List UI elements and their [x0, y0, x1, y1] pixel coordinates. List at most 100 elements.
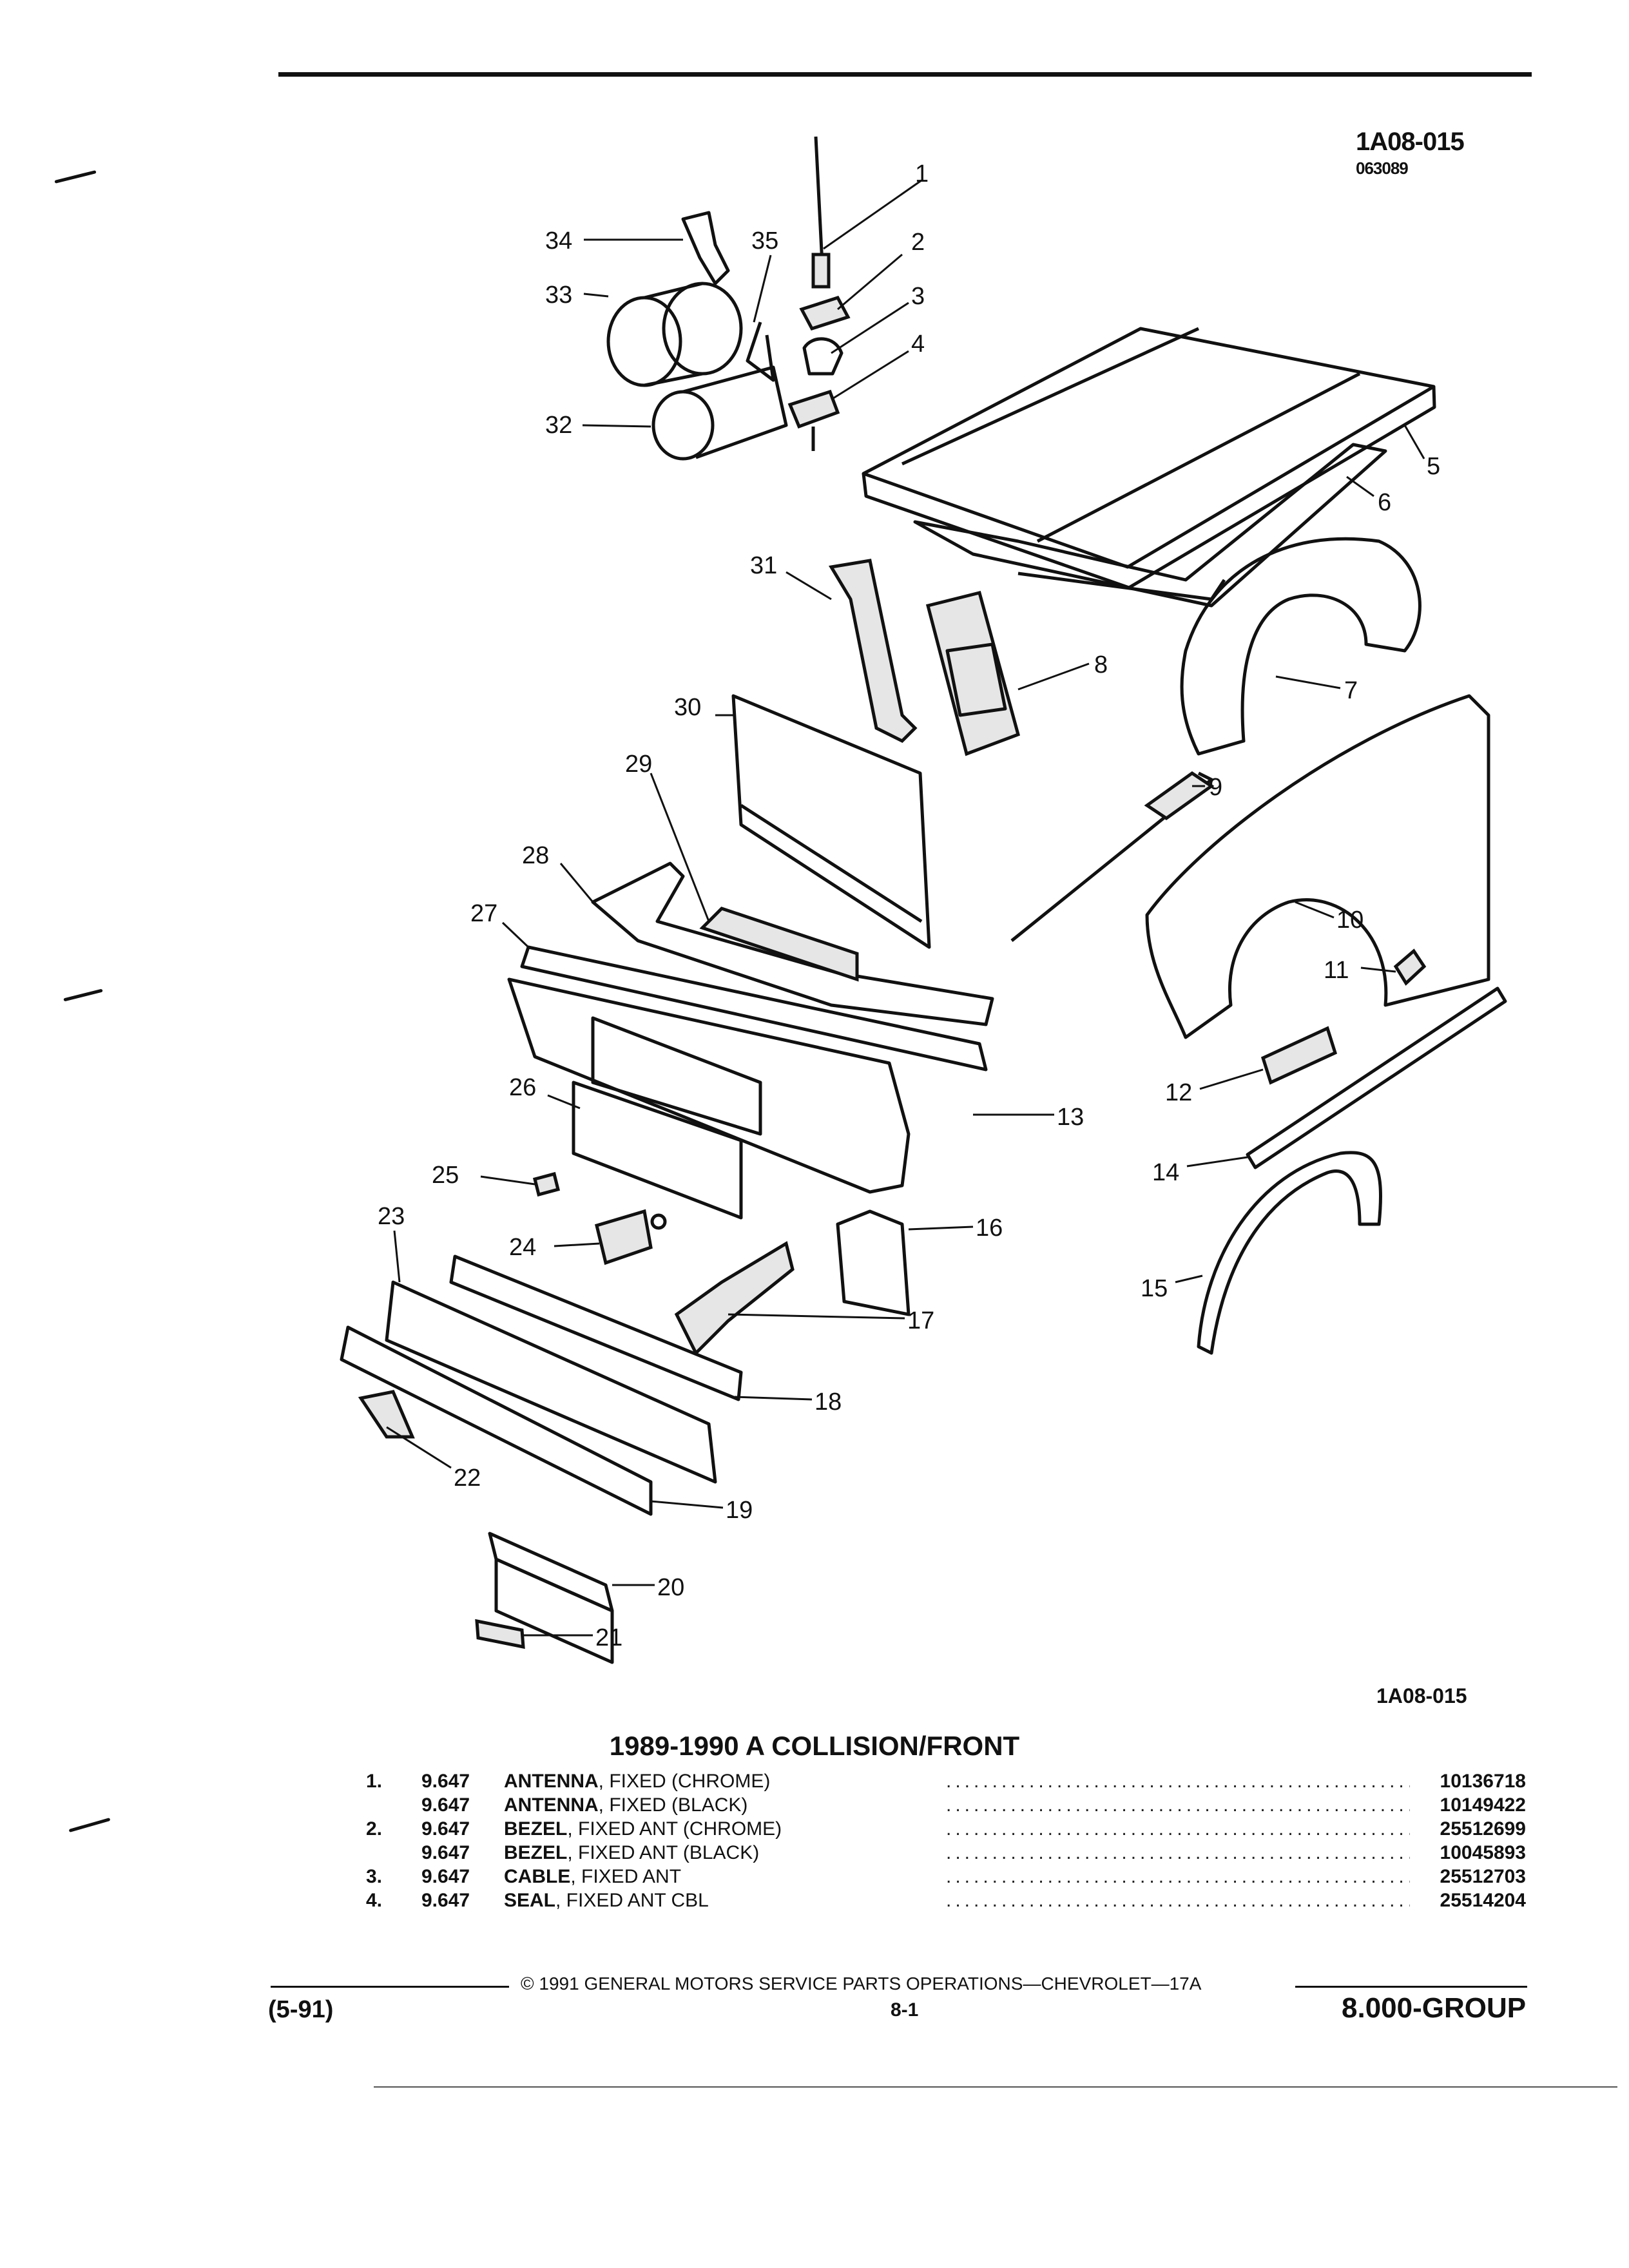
callout-14: 14 — [1152, 1159, 1179, 1186]
part-name: ANTENNA — [504, 1794, 599, 1816]
part-name: CABLE — [504, 1866, 571, 1887]
group-number: 9.647 — [421, 1794, 470, 1816]
footer-rule-right — [1295, 1986, 1527, 1988]
exploded-parts-diagram: 1 2 3 4 5 6 7 8 9 10 11 12 13 14 15 16 1… — [340, 136, 1507, 1664]
parts-list-row: 9.647 BEZEL, FIXED ANT (BLACK) .........… — [366, 1841, 1526, 1865]
wheel-opening-molding-part — [1197, 1151, 1382, 1355]
callout-7: 7 — [1344, 677, 1358, 704]
radiator-baffle-part — [591, 861, 994, 1026]
part-number: 25512703 — [1440, 1866, 1526, 1887]
bumper-end-cap-part — [358, 1390, 415, 1439]
parts-list: 1. 9.647 ANTENNA, FIXED (CHROME) .......… — [366, 1769, 1526, 1912]
callout-28: 28 — [522, 842, 549, 869]
hood-inner-panel-part — [913, 443, 1387, 608]
illustration-code: 1A08-015 — [1356, 128, 1465, 156]
compressor-bracket-part — [681, 211, 730, 285]
callout-21: 21 — [595, 1624, 622, 1651]
headlamp-adjuster-part — [595, 1209, 667, 1265]
dot-leader: ........................................… — [946, 1890, 1410, 1911]
callout-25: 25 — [432, 1162, 459, 1189]
front-fender-part — [1145, 694, 1490, 1039]
headlamp-filler-part — [674, 1241, 795, 1356]
dot-leader: ........................................… — [946, 1771, 1410, 1792]
callout-10: 10 — [1336, 907, 1364, 934]
section-title: 1989-1990 A COLLISION/FRONT — [609, 1731, 1020, 1761]
item-number: 2. — [366, 1818, 383, 1840]
part-name: SEAL — [504, 1890, 556, 1911]
bumper-reinforcement-part — [449, 1254, 743, 1401]
illustration-date: 063089 — [1356, 159, 1409, 178]
fender-molding-part — [1246, 986, 1507, 1169]
scan-edge-line — [374, 2086, 1617, 2088]
part-description: ANTENNA, FIXED (CHROME) — [504, 1769, 770, 1793]
ac-compressor-part — [606, 282, 788, 461]
part-description: ANTENNA, FIXED (BLACK) — [504, 1793, 747, 1817]
group-number: 9.647 — [421, 1890, 470, 1911]
parts-list-row: 2. 9.647 BEZEL, FIXED ANT (CHROME) .....… — [366, 1817, 1526, 1841]
copyright-text: © 1991 GENERAL MOTORS SERVICE PARTS OPER… — [521, 1974, 1202, 1994]
scan-mark-bottom — [68, 1818, 111, 1832]
front-bumper-part — [385, 1280, 717, 1484]
callout-9: 9 — [1209, 774, 1222, 801]
callout-35: 35 — [751, 227, 778, 255]
callout-24: 24 — [509, 1234, 536, 1261]
callout-6: 6 — [1378, 489, 1391, 516]
dot-leader: ........................................… — [946, 1794, 1410, 1816]
callout-22: 22 — [454, 1465, 481, 1492]
dot-leader: ........................................… — [946, 1842, 1410, 1863]
wheelhouse-liner-part — [1180, 537, 1422, 756]
callout-4: 4 — [911, 331, 925, 358]
parts-list-row: 3. 9.647 CABLE, FIXED ANT ..............… — [366, 1865, 1526, 1888]
callout-18: 18 — [815, 1389, 842, 1416]
hood-prop-rod-part — [1010, 771, 1215, 942]
callout-32: 32 — [545, 412, 572, 439]
dot-leader: ........................................… — [946, 1866, 1410, 1887]
antenna-part — [811, 136, 831, 289]
group-number: 9.647 — [421, 1842, 470, 1863]
callout-17: 17 — [907, 1307, 934, 1334]
header-rule — [278, 72, 1532, 77]
part-number: 10149422 — [1440, 1794, 1526, 1816]
callout-31: 31 — [750, 552, 777, 579]
part-detail: , FIXED (BLACK) — [598, 1794, 748, 1816]
callout-2: 2 — [911, 229, 925, 256]
callout-30: 30 — [674, 694, 701, 721]
callout-26: 26 — [509, 1074, 536, 1101]
fog-lamp-bracket-part — [475, 1619, 525, 1649]
part-name: BEZEL — [504, 1842, 568, 1863]
callout-3: 3 — [911, 283, 925, 310]
part-number: 10136718 — [1440, 1771, 1526, 1792]
footer-rule-left — [271, 1986, 509, 1988]
bumper-fascia-part — [340, 1325, 653, 1516]
callout-12: 12 — [1165, 1079, 1192, 1106]
part-detail: , FIXED ANT CBL — [555, 1890, 709, 1911]
fog-lamp-part — [488, 1532, 614, 1664]
part-number: 25514204 — [1440, 1890, 1526, 1911]
callout-13: 13 — [1057, 1104, 1084, 1131]
part-detail: , FIXED ANT (BLACK) — [567, 1842, 760, 1863]
part-description: CABLE, FIXED ANT — [504, 1865, 681, 1888]
callout-labels: 1 2 3 4 5 6 7 8 9 10 11 12 13 14 15 16 1… — [378, 160, 1440, 1651]
part-name: BEZEL — [504, 1818, 568, 1840]
callout-19: 19 — [726, 1497, 753, 1524]
grille-clip-part — [532, 1171, 561, 1197]
parts-list-row: 1. 9.647 ANTENNA, FIXED (CHROME) .......… — [366, 1769, 1526, 1793]
parking-lamp-part — [836, 1209, 911, 1316]
part-detail: , FIXED ANT (CHROME) — [567, 1818, 782, 1840]
callout-5: 5 — [1427, 453, 1440, 480]
side-marker-part — [1260, 1026, 1338, 1085]
part-description: BEZEL, FIXED ANT (BLACK) — [504, 1841, 759, 1865]
callout-leaders — [386, 179, 1425, 1637]
page-number: 8-1 — [891, 1999, 919, 2021]
callout-20: 20 — [657, 1574, 684, 1601]
part-number: 10045893 — [1440, 1842, 1526, 1863]
front-header-panel-part — [507, 945, 988, 1194]
group-label: 8.000-GROUP — [1342, 1992, 1527, 2024]
callout-34: 34 — [545, 227, 572, 255]
part-detail: , FIXED (CHROME) — [598, 1771, 771, 1792]
item-number: 1. — [366, 1771, 383, 1792]
callout-11: 11 — [1324, 957, 1349, 984]
radiator-grille-part — [572, 1081, 743, 1220]
revision-date: (5-91) — [268, 1996, 334, 2023]
callout-15: 15 — [1141, 1275, 1168, 1302]
